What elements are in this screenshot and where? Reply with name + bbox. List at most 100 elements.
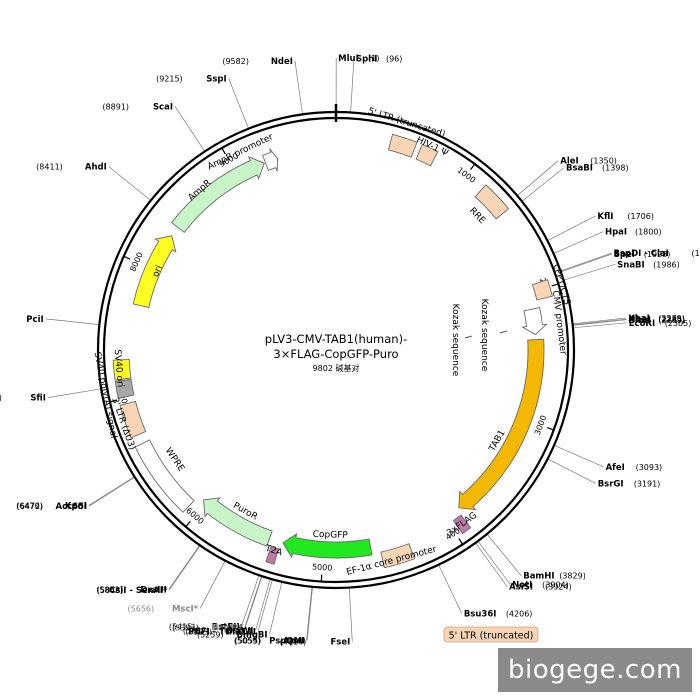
tick-mark [185,521,191,528]
site-leader-line [89,476,136,507]
site-leader-line [547,215,596,241]
site-position: (1928) [644,250,671,259]
site-position: (5055) [235,637,262,646]
site-acc65i: (6472)Acc65I [17,502,88,512]
site-name: AleI [560,157,578,167]
site-name: BamHI [523,572,554,582]
tick-mark [221,147,226,155]
feature-cmv-promoter [521,307,548,336]
site-bspei: (5394)BspEI* [173,624,244,634]
site-name: PflFI - Tth111I [188,627,256,637]
site-leader-line [477,540,511,585]
site-apai: (5059)ApaI [234,637,305,647]
site-bamhi: (3829)BamHI [523,572,586,582]
site-position: (1986) [653,260,680,269]
site-position: (5656) [128,604,155,613]
site-name: DraIII [140,585,166,595]
features [112,133,553,569]
site-position: (5394) [173,624,200,633]
site-leader-line [572,317,627,325]
center-title: pLV3-CMV-TAB1(human)- 3×FLAG-CopGFP-Puro… [265,332,407,373]
site-name: NheI [628,315,650,325]
site-name: Acc65I [56,502,88,512]
site-name: SpeI [614,250,635,260]
feature-3-ltr-u3 [119,400,147,439]
kozak-mark-1 [464,335,473,339]
site-bsrgi: (3191) BsrGI [598,479,661,489]
site-name: BsiWI [226,627,253,637]
feature-5-ltr-truncated [387,133,418,158]
site-ecori: (2305)EcoRI [629,319,692,329]
site-position: (1350) [590,157,617,166]
site-mlui: (1)MluI [338,54,379,64]
site-bsu36i: (4206)Bsu36I [464,609,533,619]
site-leader-line [45,318,100,325]
site-leader-line [88,476,135,506]
site-position: (1800) [635,228,662,237]
site-leader-line [244,575,262,628]
site-ndei: (9582)NdeI [222,57,293,67]
site-leader-line [516,160,559,196]
tick-label: 6000 [184,506,205,526]
feature-label-ori: ori [151,264,165,279]
tick-mark [458,538,464,545]
site-sfii: (7096)SfiI [0,394,46,404]
tick-label: 3000 [533,414,548,436]
site-position: (5397) [172,623,199,632]
site-leader-line [572,318,627,326]
kozak-label-2: Kozak sequence [479,299,489,372]
feature-tab1 [458,338,545,511]
site-bsteii: (5415)BstEII [169,622,240,632]
site-bspdi-clai: (1923)BspDI - ClaI [613,249,700,259]
tick-mark [551,283,559,287]
feature-label-sv40-ori: SV40 ori [112,349,125,388]
site-pflfi-tth111i: (5323)PflFI - Tth111I [185,627,256,637]
site-name: BsrGI [598,479,624,489]
site-leader-line [269,581,283,635]
site-leader-line [553,231,604,254]
site-leader-line [108,166,152,201]
site-name: AfeI [606,463,625,473]
site-leader-line [169,545,201,591]
site-bmti: (2289)BmtI [628,316,685,326]
tick-mark [123,255,131,260]
feature-copgfp [282,532,373,559]
site-leader-line [294,60,303,115]
site-name: Bsu36I [464,609,497,619]
site-xbai: (2279)XbaI [628,314,685,324]
site-leader-line [560,252,612,272]
feature-ampr-promoter [262,148,279,172]
site-pcii: (7518)PciI [26,315,43,325]
site-position: (6476) [16,501,43,510]
site-name: EcoRI [629,319,655,329]
site-name: AsiSI [509,583,533,593]
site-fsei: (4814)FseI [280,638,351,648]
plasmid-name-line2: 3×FLAG-CopGFP-Puro [273,347,398,361]
site-name: XbaI [628,314,650,324]
site-name: CsiI - SexAI* [109,586,168,596]
restriction-sites: (1)MluI(96)SphI(1350)AleI(1398)BsaBI(170… [0,54,700,648]
ltr-bottom-label: 5' LTR (truncated) [443,626,539,643]
site-leader-line [257,579,273,632]
watermark: biogege.com [508,655,682,685]
site-bsiwi: (5337)BsiWI [183,627,254,637]
site-scai: (8891)ScaI [102,102,173,112]
site-sphi: (96)SphI [356,55,402,65]
site-spei: (1928) SpeI [614,250,671,260]
tick-mark [470,163,476,171]
site-position: (5848) [97,586,124,595]
feature-ori [132,235,177,309]
site-afei: (3093)AfeI [606,463,663,473]
site-leader-line [572,319,627,326]
site-position: (7096) [0,394,2,403]
kozak-mark-2 [499,330,508,334]
feature-sv40-poly-a-signal [114,378,135,399]
site-name: SphI [356,55,377,65]
site-position: (3191) [634,479,661,488]
tick-label: 1000 [456,166,478,185]
site-kpni: (6476)KpnI [16,501,87,511]
site-name: MscI* [172,604,199,614]
site-leader-line [438,564,463,614]
site-leader-line [199,560,226,609]
